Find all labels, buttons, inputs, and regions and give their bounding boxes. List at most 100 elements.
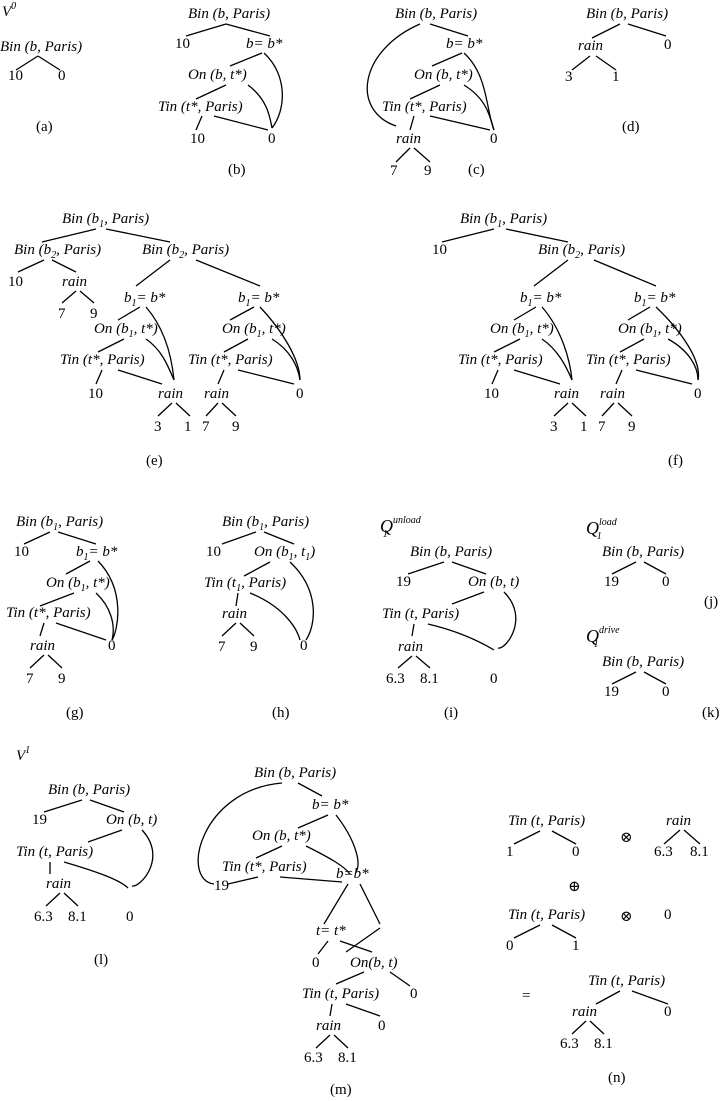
panel-c: Bin (b, Paris) b= b* On (b, t*) Tin (t*,…	[366, 6, 498, 179]
node-rain: rain	[600, 386, 625, 402]
leaf-6-3: 6.3	[386, 671, 405, 687]
node-on-b-t: On (b, t)	[106, 812, 157, 828]
node-bin-b-paris: Bin (b, Paris)	[586, 6, 668, 22]
leaf-0: 0	[296, 386, 304, 402]
node-tin-t1-paris: Tin (t1, Paris)	[204, 575, 286, 594]
tree-edges	[135, 259, 261, 287]
leaf-1: 1	[506, 844, 514, 860]
tree-edges	[601, 402, 633, 417]
leaf-6-3: 6.3	[560, 1036, 579, 1052]
leaf-19: 19	[214, 878, 229, 894]
leaf-10: 10	[14, 544, 29, 560]
leaf-10: 10	[175, 36, 190, 52]
tree-edges	[255, 845, 351, 875]
tree-edges	[15, 55, 61, 71]
caption-d: (d)	[622, 119, 640, 135]
tree-edges	[441, 228, 569, 243]
leaf-7: 7	[390, 163, 398, 179]
tree-edges	[317, 927, 381, 955]
leaf-19: 19	[32, 812, 47, 828]
tree-edges	[513, 924, 577, 939]
node-rain: rain	[62, 274, 87, 290]
node-bin-b-paris: Bin (b, Paris)	[410, 544, 492, 560]
panel-e: Bin (b1, Paris) Bin (b2, Paris) Bin (b2,…	[8, 211, 304, 469]
node-bin-b-paris: Bin (b, Paris)	[602, 544, 684, 560]
node-rain: rain	[204, 386, 229, 402]
tree-edges	[366, 23, 469, 127]
leaf-0: 0	[490, 671, 498, 687]
tree-edges	[243, 561, 314, 641]
leaf-7: 7	[598, 419, 606, 435]
tree-edges	[591, 23, 667, 39]
caption-b: (b)	[228, 162, 246, 178]
node-on-b1-tstar: On (b1, t*)	[222, 321, 286, 340]
tree-edges	[23, 531, 97, 545]
tree-edges	[329, 1003, 381, 1017]
tree-edges	[611, 561, 667, 575]
node-on-b-t: On (b, t)	[468, 574, 519, 590]
leaf-0: 0	[490, 131, 498, 147]
tree-edges	[197, 782, 323, 885]
leaf-0: 0	[300, 638, 308, 654]
leaf-19: 19	[604, 574, 619, 590]
node-bbstar: b=b*	[336, 866, 369, 882]
tree-edges	[195, 84, 273, 129]
leaf-9: 9	[58, 671, 66, 687]
node-rain: rain	[578, 38, 603, 54]
leaf-0: 0	[664, 37, 672, 53]
node-rain: rain	[396, 131, 421, 147]
operator-equals: =	[522, 988, 530, 1004]
tree-edges	[39, 592, 114, 641]
node-bin-b-paris: Bin (b, Paris)	[395, 6, 477, 22]
v1-label: V1	[16, 745, 30, 764]
leaf-0: 0	[312, 955, 320, 971]
operator-oplus: ⊕	[568, 879, 581, 895]
leaf-9: 9	[424, 163, 432, 179]
panel-d: Bin (b, Paris) rain 0 3 1 (d)	[565, 6, 672, 135]
node-bin-b1-paris: Bin (b1, Paris)	[62, 211, 149, 230]
tree-edges	[65, 560, 119, 641]
tree-edges	[221, 622, 255, 637]
node-tin-t-paris: Tin (t, Paris)	[382, 606, 459, 622]
node-b1-eq-bstar: b1= b*	[634, 290, 676, 309]
leaf-0: 0	[410, 986, 418, 1002]
tree-edges	[61, 290, 95, 304]
tree-edges	[409, 84, 495, 131]
caption-l: (l)	[94, 952, 108, 968]
tree-edges	[491, 369, 561, 385]
tree-edges	[409, 115, 491, 131]
leaf-0: 0	[662, 684, 670, 700]
node-on-b1-tstar: On (b1, t*)	[46, 575, 110, 594]
caption-f: (f)	[668, 453, 683, 469]
tree-edges	[571, 1020, 605, 1035]
leaf-7: 7	[218, 639, 226, 655]
leaf-10: 10	[484, 386, 499, 402]
tree-edges	[117, 306, 175, 381]
node-on-b-tstar: On (b, t*)	[188, 67, 247, 83]
tree-edges	[235, 592, 301, 641]
node-on-b1-tstar: On (b1, t*)	[94, 321, 158, 340]
node-tin-t-paris: Tin (t, Paris)	[16, 844, 93, 860]
tree-edges	[45, 892, 79, 907]
node-on-b1-tstar: On (b1, t*)	[490, 321, 554, 340]
tree-edges	[205, 402, 237, 417]
node-b1-eq-bstar: b1= b*	[124, 290, 166, 309]
leaf-9: 9	[628, 419, 636, 435]
node-tin-tstar-paris: Tin (t*, Paris)	[6, 605, 91, 621]
node-b1-eq-bstar: b1= b*	[238, 290, 280, 309]
node-rain: rain	[572, 1004, 597, 1020]
tree-edges	[195, 115, 269, 131]
node-tin-tstar-paris: Tin (t*, Paris)	[382, 99, 467, 115]
leaf-0: 0	[572, 844, 580, 860]
tree-edges	[571, 55, 617, 71]
leaf-10: 10	[8, 274, 23, 290]
panel-n: Tin (t, Paris) 1 0 ⊗ rain 6.3 8.1 ⊕ Tin …	[506, 813, 709, 1086]
leaf-6-3: 6.3	[654, 844, 673, 860]
tree-edges	[397, 655, 431, 669]
node-rain: rain	[398, 639, 423, 655]
node-b-eq-bstar: b= b*	[246, 36, 283, 52]
tree-edges	[41, 228, 171, 243]
caption-c: (c)	[468, 162, 485, 178]
